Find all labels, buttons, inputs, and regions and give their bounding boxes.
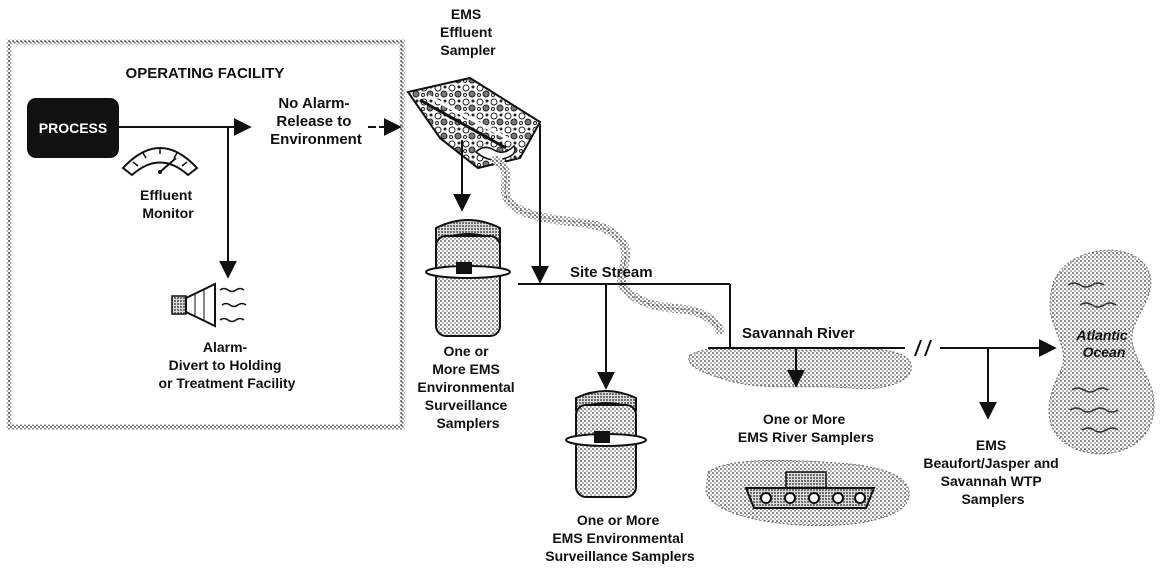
break-symbol [914, 339, 932, 357]
ocean-label: Atlantic Ocean [1075, 327, 1131, 360]
process-label: PROCESS [39, 120, 107, 136]
river-sampler-boat-icon [744, 471, 876, 509]
alarm-label: Alarm- Divert to Holding or Treatment Fa… [159, 339, 296, 391]
effluent-monitor-icon [121, 147, 199, 177]
release-label: No Alarm- Release to Environment [270, 95, 362, 148]
effluent-sampler-label: EMS Effluent Sampler [440, 6, 496, 58]
process-box [27, 98, 119, 158]
savannah-river-shape [688, 346, 912, 390]
wtp-samplers-label: EMS Beaufort/Jasper and Savannah WTP Sam… [923, 437, 1062, 507]
surveillance-sampler-1-icon [425, 219, 511, 337]
river-samplers-label: One or More EMS River Samplers [738, 411, 874, 445]
site-stream-channel [491, 155, 725, 335]
surveillance-sampler-2-label: One or More EMS Environmental Surveillan… [545, 512, 695, 564]
surveillance-sampler-2-icon [565, 390, 647, 498]
alarm-horn-icon [171, 282, 247, 328]
site-stream-label: Site Stream [570, 264, 653, 281]
operating-facility: OPERATING FACILITY PROCESS Effluent Moni… [6, 39, 405, 430]
facility-title: OPERATING FACILITY [126, 65, 285, 82]
effluent-sampler-flume-icon [406, 76, 542, 170]
atlantic-ocean-shape [1048, 249, 1155, 455]
effluent-monitor-label: Effluent Monitor [140, 187, 196, 221]
surveillance-sampler-1-label: One or More EMS Environmental Surveillan… [417, 343, 518, 431]
savannah-river-label: Savannah River [742, 325, 855, 342]
